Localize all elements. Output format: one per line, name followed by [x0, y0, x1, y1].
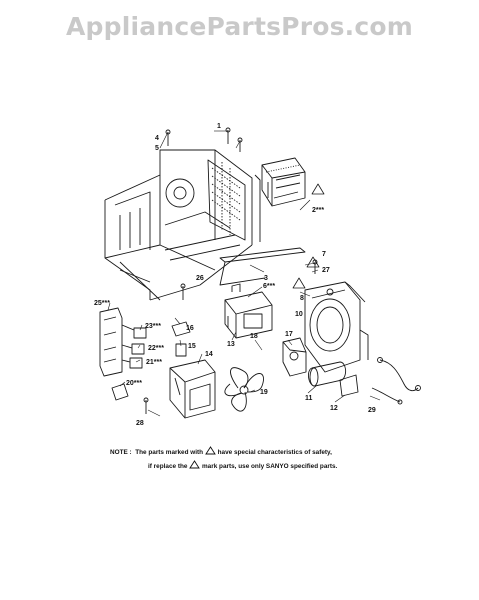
callout-26: 26 — [196, 275, 204, 282]
callout-4: 4 — [155, 135, 159, 142]
small-switches — [171, 321, 191, 357]
callout-28: 28 — [136, 420, 144, 427]
magnetron — [224, 283, 273, 339]
callout-6: 6*** — [263, 283, 275, 290]
fan-blade — [224, 367, 264, 412]
callout-8: 8 — [300, 295, 304, 302]
air-duct — [169, 359, 216, 419]
callout-3: 3 — [264, 275, 268, 282]
callout-15: 15 — [188, 343, 196, 350]
callout-5: 5 — [155, 145, 159, 152]
callout-7: 7 — [322, 251, 326, 258]
callout-1: 1 — [217, 123, 221, 130]
note-line-1: NOTE : The parts marked with have specia… — [110, 446, 410, 460]
fan-housing — [304, 281, 369, 373]
capacitor-bracket — [339, 374, 359, 397]
note-label: NOTE : — [110, 449, 132, 456]
capacitor — [308, 361, 347, 387]
note-line-2: if replace the mark parts, use only SANY… — [110, 460, 410, 474]
leader-lines — [107, 130, 381, 417]
callout-12: 12 — [330, 405, 338, 412]
watermark-title: AppliancePartsPros.com — [65, 12, 414, 41]
callout-29: 29 — [368, 407, 376, 414]
callout-2: 2*** — [312, 207, 324, 214]
transformer — [261, 157, 306, 207]
callout-23: 23*** — [145, 323, 161, 330]
callout-11: 11 — [305, 395, 313, 402]
cabinet-frame — [104, 149, 261, 301]
note-text-2b: mark parts, use only SANYO specified par… — [202, 463, 338, 470]
callout-18: 18 — [250, 333, 258, 340]
warning-triangle-icon — [189, 460, 201, 469]
callout-27: 27 — [322, 267, 330, 274]
warning-triangle-icon — [205, 446, 216, 455]
screws — [143, 127, 318, 414]
callout-25: 25*** — [94, 300, 110, 307]
safety-note: NOTE : The parts marked with have specia… — [110, 446, 410, 474]
door-latch-assembly — [99, 307, 147, 401]
note-text-1b: have special characteristics of safety, — [217, 449, 332, 456]
callout-16: 16 — [186, 325, 194, 332]
callout-20: 20*** — [126, 380, 142, 387]
callout-10: 10 — [295, 311, 303, 318]
fan-motor — [282, 337, 307, 377]
callout-labels: 1 2*** 3 4 5 6*** 7 8 10 11 12 13 14 15 … — [94, 123, 376, 427]
callout-22: 22*** — [148, 345, 164, 352]
note-text-2a: if replace the — [148, 463, 188, 470]
wire-harness — [371, 357, 421, 405]
callout-14: 14 — [205, 351, 213, 358]
callout-17: 17 — [285, 331, 293, 338]
bracket-part — [219, 247, 306, 286]
callout-19: 19 — [260, 389, 268, 396]
note-text-1a: The parts marked with — [135, 449, 204, 456]
callout-13: 13 — [227, 341, 235, 348]
callout-21: 21*** — [146, 359, 162, 366]
safety-warning-icons — [292, 183, 325, 289]
